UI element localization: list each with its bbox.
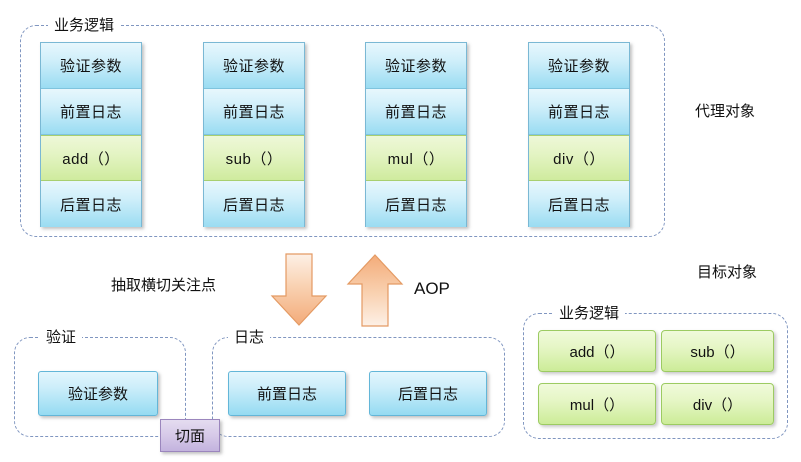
- extract-crosscutting-label: 抽取横切关注点: [111, 277, 217, 294]
- proxy-object-side-label: 代理对象: [695, 103, 756, 120]
- proxy-cell: 后置日志: [41, 181, 141, 227]
- proxy-stack: 验证参数 前置日志 mul（） 后置日志: [365, 42, 467, 227]
- proxy-cell: 前置日志: [204, 89, 304, 135]
- target-method-box: sub（）: [661, 330, 774, 372]
- proxy-group-label: 业务逻辑: [48, 18, 121, 33]
- target-group-label: 业务逻辑: [553, 306, 626, 321]
- proxy-cell: 前置日志: [529, 89, 629, 135]
- log-group-label: 日志: [228, 330, 271, 345]
- proxy-cell: 前置日志: [366, 89, 466, 135]
- validate-group: [14, 337, 186, 437]
- log-group: [212, 337, 505, 437]
- proxy-cell-method: div（）: [529, 135, 629, 181]
- proxy-cell-method: add（）: [41, 135, 141, 181]
- proxy-cell: 验证参数: [204, 43, 304, 89]
- validate-param-box: 验证参数: [38, 371, 158, 416]
- proxy-cell: 验证参数: [366, 43, 466, 89]
- target-method-box: mul（）: [538, 383, 656, 425]
- target-object-side-label: 目标对象: [697, 264, 758, 281]
- after-log-box: 后置日志: [369, 371, 487, 416]
- target-method-box: add（）: [538, 330, 656, 372]
- aop-label: AOP: [414, 279, 450, 298]
- proxy-cell-method: mul（）: [366, 135, 466, 181]
- proxy-cell: 后置日志: [204, 181, 304, 227]
- before-log-box: 前置日志: [228, 371, 346, 416]
- target-method-box: div（）: [661, 383, 774, 425]
- arrow-up-icon: [344, 252, 406, 328]
- proxy-stack: 验证参数 前置日志 sub（） 后置日志: [203, 42, 305, 227]
- proxy-cell: 后置日志: [529, 181, 629, 227]
- proxy-cell: 前置日志: [41, 89, 141, 135]
- proxy-cell: 验证参数: [41, 43, 141, 89]
- target-business-group: [523, 313, 788, 439]
- validate-group-label: 验证: [40, 330, 83, 345]
- proxy-cell-method: sub（）: [204, 135, 304, 181]
- proxy-object-group: [20, 25, 665, 237]
- arrow-down-icon: [268, 252, 330, 328]
- proxy-stack: 验证参数 前置日志 div（） 后置日志: [528, 42, 630, 227]
- proxy-stack: 验证参数 前置日志 add（） 后置日志: [40, 42, 142, 227]
- aspect-badge: 切面: [160, 419, 220, 452]
- proxy-cell: 后置日志: [366, 181, 466, 227]
- proxy-cell: 验证参数: [529, 43, 629, 89]
